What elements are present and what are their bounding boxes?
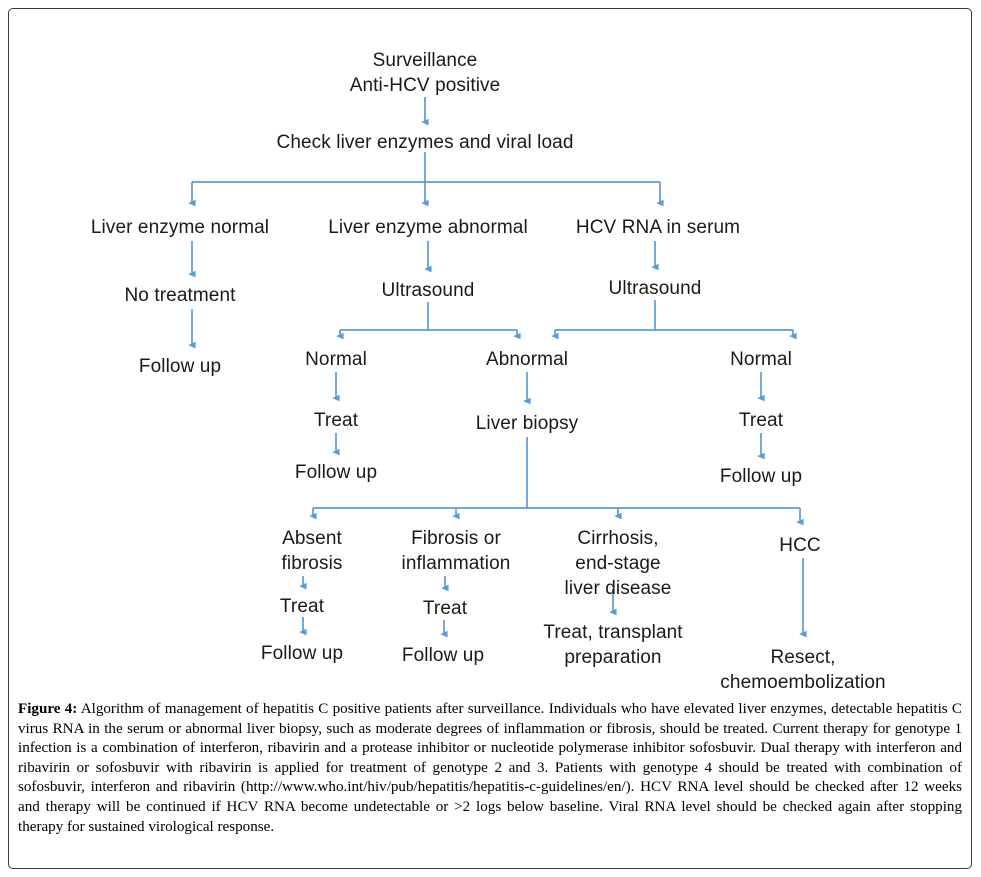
- node-treat-transplant-line-2: preparation: [564, 647, 662, 668]
- node-follow-up-2: Follow up: [295, 460, 377, 485]
- node-follow-up-3: Follow up: [720, 464, 802, 489]
- node-surveillance-line-1: Surveillance: [372, 50, 478, 71]
- node-cirrhosis-line-3: liver disease: [564, 578, 672, 599]
- node-absent-fibrosis-line-2: fibrosis: [281, 553, 343, 574]
- node-ultrasound-abnormal-label: Abnormal: [485, 349, 569, 370]
- node-liver-biopsy: Liver biopsy: [476, 411, 579, 436]
- node-resect-line-1: Resect,: [770, 647, 836, 668]
- node-fibrosis-or-inflammation: Fibrosis or inflammation: [402, 526, 511, 576]
- node-cirrhosis-line-2: end-stage: [575, 553, 661, 574]
- node-liver-biopsy-label: Liver biopsy: [475, 413, 579, 434]
- node-follow-up-2-label: Follow up: [294, 462, 378, 483]
- node-liver-enzyme-normal-label: Liver enzyme normal: [90, 217, 270, 238]
- node-liver-enzyme-abnormal-label: Liver enzyme abnormal: [328, 217, 528, 238]
- node-fibrosis-inflammation-line-2: inflammation: [401, 553, 511, 574]
- node-resect-chemoembolization: Resect, chemoembolization: [720, 645, 885, 695]
- node-ultrasound-left: Ultrasound: [382, 278, 475, 303]
- figure-caption-text: Algorithm of management of hepatitis C p…: [18, 701, 963, 835]
- node-absent-fibrosis: Absent fibrosis: [282, 526, 343, 576]
- node-treat-2: Treat: [739, 408, 783, 433]
- node-follow-up-1: Follow up: [139, 354, 221, 379]
- node-treat-3-label: Treat: [279, 596, 325, 617]
- node-treat-4: Treat: [423, 596, 467, 621]
- node-follow-up-3-label: Follow up: [719, 466, 803, 487]
- node-treat-4-label: Treat: [422, 598, 468, 619]
- node-liver-enzyme-normal: Liver enzyme normal: [91, 215, 269, 240]
- node-hcc-label: HCC: [779, 535, 821, 556]
- node-follow-up-1-label: Follow up: [138, 356, 222, 377]
- node-cirrhosis-end-stage: Cirrhosis, end-stage liver disease: [565, 526, 672, 601]
- flowchart-connectors: [188, 97, 807, 638]
- node-treat-3: Treat: [280, 594, 324, 619]
- node-ultrasound-right-label: Ultrasound: [608, 278, 702, 299]
- node-cirrhosis-line-1: Cirrhosis,: [577, 528, 659, 549]
- node-ultrasound-normal-left-label: Normal: [305, 349, 367, 370]
- node-fibrosis-inflammation-line-1: Fibrosis or: [411, 528, 501, 549]
- node-absent-fibrosis-line-1: Absent: [282, 528, 342, 549]
- node-check-liver-enzymes: Check liver enzymes and viral load: [277, 130, 574, 155]
- node-treat-transplant-preparation: Treat, transplant preparation: [543, 620, 682, 670]
- node-follow-up-4-label: Follow up: [260, 643, 344, 664]
- figure-caption-label: Figure 4:: [18, 701, 78, 717]
- node-ultrasound-normal-left: Normal: [305, 347, 367, 372]
- node-surveillance: Surveillance Anti-HCV positive: [350, 48, 501, 98]
- node-ultrasound-left-label: Ultrasound: [381, 280, 475, 301]
- node-no-treatment-label: No treatment: [124, 285, 236, 306]
- node-follow-up-4: Follow up: [261, 641, 343, 666]
- node-ultrasound-abnormal: Abnormal: [486, 347, 568, 372]
- flowchart-diagram: Surveillance Anti-HCV positive Check liv…: [91, 48, 886, 693]
- node-resect-line-2: chemoembolization: [720, 672, 886, 693]
- node-hcv-rna-label: HCV RNA in serum: [575, 217, 741, 238]
- node-check-label: Check liver enzymes and viral load: [276, 132, 574, 153]
- node-treat-2-label: Treat: [738, 410, 784, 431]
- node-treat-transplant-line-1: Treat, transplant: [543, 622, 683, 643]
- node-ultrasound-normal-right: Normal: [730, 347, 792, 372]
- node-follow-up-5-label: Follow up: [401, 645, 485, 666]
- node-treat-1: Treat: [314, 408, 358, 433]
- node-liver-enzyme-abnormal: Liver enzyme abnormal: [328, 215, 528, 240]
- node-ultrasound-normal-right-label: Normal: [730, 349, 792, 370]
- node-hcc: HCC: [779, 533, 820, 558]
- figure-caption: Figure 4: Algorithm of management of hep…: [18, 700, 962, 837]
- node-ultrasound-right: Ultrasound: [609, 276, 702, 301]
- node-hcv-rna-in-serum: HCV RNA in serum: [576, 215, 740, 240]
- node-surveillance-line-2: Anti-HCV positive: [349, 75, 501, 96]
- node-no-treatment: No treatment: [124, 283, 235, 308]
- node-follow-up-5: Follow up: [402, 643, 484, 668]
- node-treat-1-label: Treat: [313, 410, 359, 431]
